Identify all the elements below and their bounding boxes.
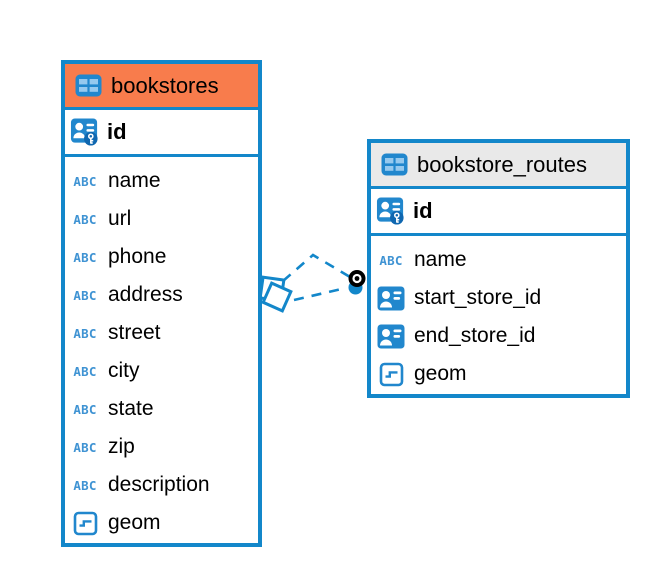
- text-icon-glyph: ABC: [73, 287, 97, 303]
- reference-icon: [376, 324, 406, 349]
- column-row[interactable]: ABC phone: [65, 238, 258, 276]
- column-row[interactable]: ABC url: [65, 200, 258, 238]
- key-column-row[interactable]: id: [65, 110, 258, 157]
- column-row[interactable]: ABC street: [65, 314, 258, 352]
- text-icon-glyph: ABC: [73, 477, 97, 493]
- text-icon: ABC: [70, 326, 100, 341]
- entity-title: bookstore_routes: [417, 151, 587, 177]
- relation-line-upper[interactable]: [282, 253, 351, 282]
- column-row[interactable]: ABC address: [65, 276, 258, 314]
- text-icon: ABC: [70, 364, 100, 379]
- text-icon-glyph: ABC: [73, 249, 97, 265]
- text-icon-glyph: ABC: [73, 211, 97, 227]
- text-icon-glyph: ABC: [73, 439, 97, 455]
- text-icon: ABC: [376, 253, 406, 268]
- primary-key-icon: [70, 117, 100, 147]
- text-icon-glyph: ABC: [73, 325, 97, 341]
- text-icon-glyph: ABC: [73, 401, 97, 417]
- column-label: name: [414, 248, 467, 271]
- text-icon-glyph: ABC: [73, 363, 97, 379]
- relation-diamond-marker[interactable]: [258, 275, 293, 313]
- text-icon: ABC: [70, 402, 100, 417]
- column-row[interactable]: ABC zip: [65, 428, 258, 466]
- column-label: url: [108, 207, 132, 230]
- primary-key-icon: [376, 196, 406, 226]
- column-label: id: [413, 198, 433, 223]
- column-row[interactable]: start_store_id: [371, 279, 626, 317]
- table-icon: [379, 153, 409, 176]
- column-label: zip: [108, 435, 135, 458]
- column-label: address: [108, 283, 183, 306]
- column-label: name: [108, 169, 161, 192]
- column-row[interactable]: ABC name: [371, 241, 626, 279]
- reference-icon: [376, 286, 406, 311]
- column-label: phone: [108, 245, 167, 268]
- column-label: description: [108, 473, 210, 496]
- column-row[interactable]: geom: [65, 504, 258, 542]
- column-row[interactable]: ABC state: [65, 390, 258, 428]
- relation-line-lower[interactable]: [293, 286, 347, 302]
- column-label: geom: [108, 511, 161, 534]
- text-icon: ABC: [70, 478, 100, 493]
- column-row[interactable]: ABC description: [65, 466, 258, 504]
- table-icon: [73, 74, 103, 97]
- column-row[interactable]: end_store_id: [371, 317, 626, 355]
- relation-dot-marker[interactable]: [348, 270, 366, 295]
- column-label: geom: [414, 362, 467, 385]
- column-row[interactable]: ABC city: [65, 352, 258, 390]
- column-label: street: [108, 321, 161, 344]
- text-icon: ABC: [70, 250, 100, 265]
- column-label: state: [108, 397, 154, 420]
- column-label: end_store_id: [414, 324, 536, 347]
- entity-header[interactable]: bookstores: [65, 64, 258, 110]
- text-icon: ABC: [70, 212, 100, 227]
- column-label: start_store_id: [414, 286, 542, 309]
- entity-header[interactable]: bookstore_routes: [371, 143, 626, 189]
- column-row[interactable]: ABC name: [65, 162, 258, 200]
- column-label: id: [107, 119, 127, 144]
- column-label: city: [108, 359, 140, 382]
- entity-title: bookstores: [111, 72, 219, 98]
- text-icon: ABC: [70, 288, 100, 303]
- key-column-row[interactable]: id: [371, 189, 626, 236]
- text-icon-glyph: ABC: [379, 252, 403, 268]
- text-icon: ABC: [70, 174, 100, 189]
- geometry-icon: [376, 362, 406, 387]
- text-icon-glyph: ABC: [73, 173, 97, 189]
- geometry-icon: [70, 511, 100, 536]
- text-icon: ABC: [70, 440, 100, 455]
- column-row[interactable]: geom: [371, 355, 626, 393]
